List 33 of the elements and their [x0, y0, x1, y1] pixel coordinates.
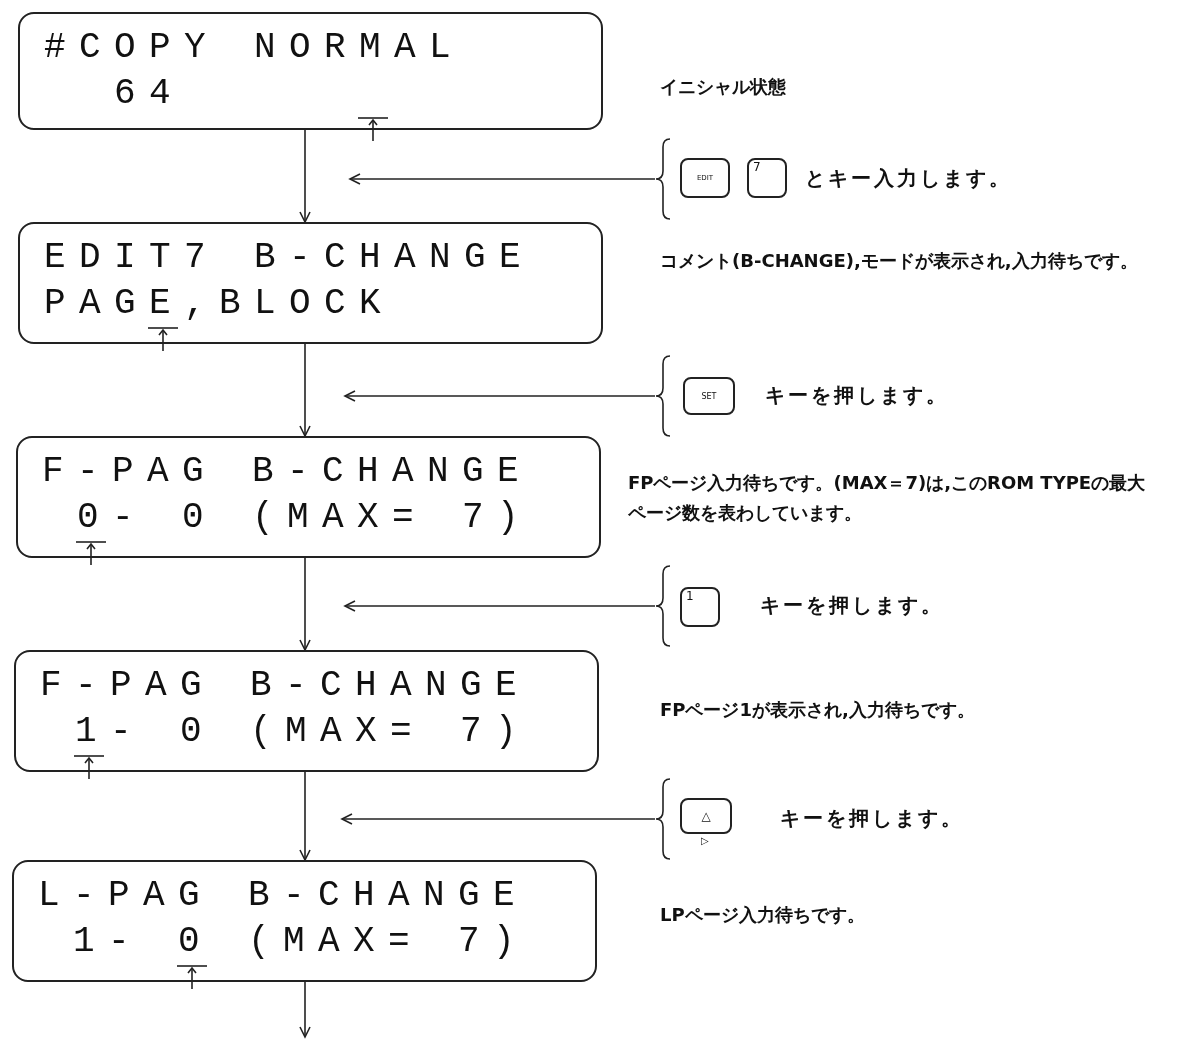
arrow: [299, 343, 311, 437]
instruction-text: とキー入力します。: [805, 165, 1012, 192]
description-text: コメント(B-CHANGE),モードが表示され,入力待ちです。: [660, 249, 1139, 273]
instruction-text: キーを押します。: [780, 805, 964, 832]
display-line: F-PAG B-CHANGE: [40, 666, 531, 706]
arrow: [299, 771, 311, 861]
description-text: LPページ入力待ちです。: [660, 903, 866, 927]
instruction-text: キーを押します。: [765, 382, 949, 409]
description-text: FPページ入力待ちです。(MAX＝7)は,このROM TYPEの最大ページ数を表わしています。: [628, 471, 1147, 525]
description-text: FPページ1が表示され,入力待ちです。: [660, 698, 976, 722]
arrow: [299, 981, 311, 1038]
display-line: 64: [114, 74, 184, 114]
display-line: F-PAG B-CHANGE: [42, 452, 533, 492]
display-line: 1- 0 (MAX= 7): [73, 922, 529, 962]
display-line: 0- 0 (MAX= 7): [77, 498, 533, 538]
arrow: [344, 600, 656, 612]
arrow: [341, 813, 656, 825]
display-line: EDIT7 B-CHANGE: [44, 238, 535, 278]
description-text: イニシャル状態: [660, 75, 787, 99]
arrow: [349, 173, 656, 185]
arrow: [299, 129, 311, 223]
instruction-text: キーを押します。: [760, 592, 944, 619]
key-icon: 7: [747, 158, 787, 198]
display-line: #COPY NORMAL: [44, 28, 465, 68]
display-line: PAGE,BLOCK: [44, 284, 395, 324]
arrow: [299, 557, 311, 651]
key-icon: 1: [680, 587, 720, 627]
display-line: 1- 0 (MAX= 7): [75, 712, 531, 752]
arrow: [344, 390, 656, 402]
key-icon: △: [680, 798, 732, 834]
key-legend: ▷: [701, 835, 709, 847]
key-icon: SET: [683, 377, 735, 415]
display-line: L-PAG B-CHANGE: [38, 876, 529, 916]
